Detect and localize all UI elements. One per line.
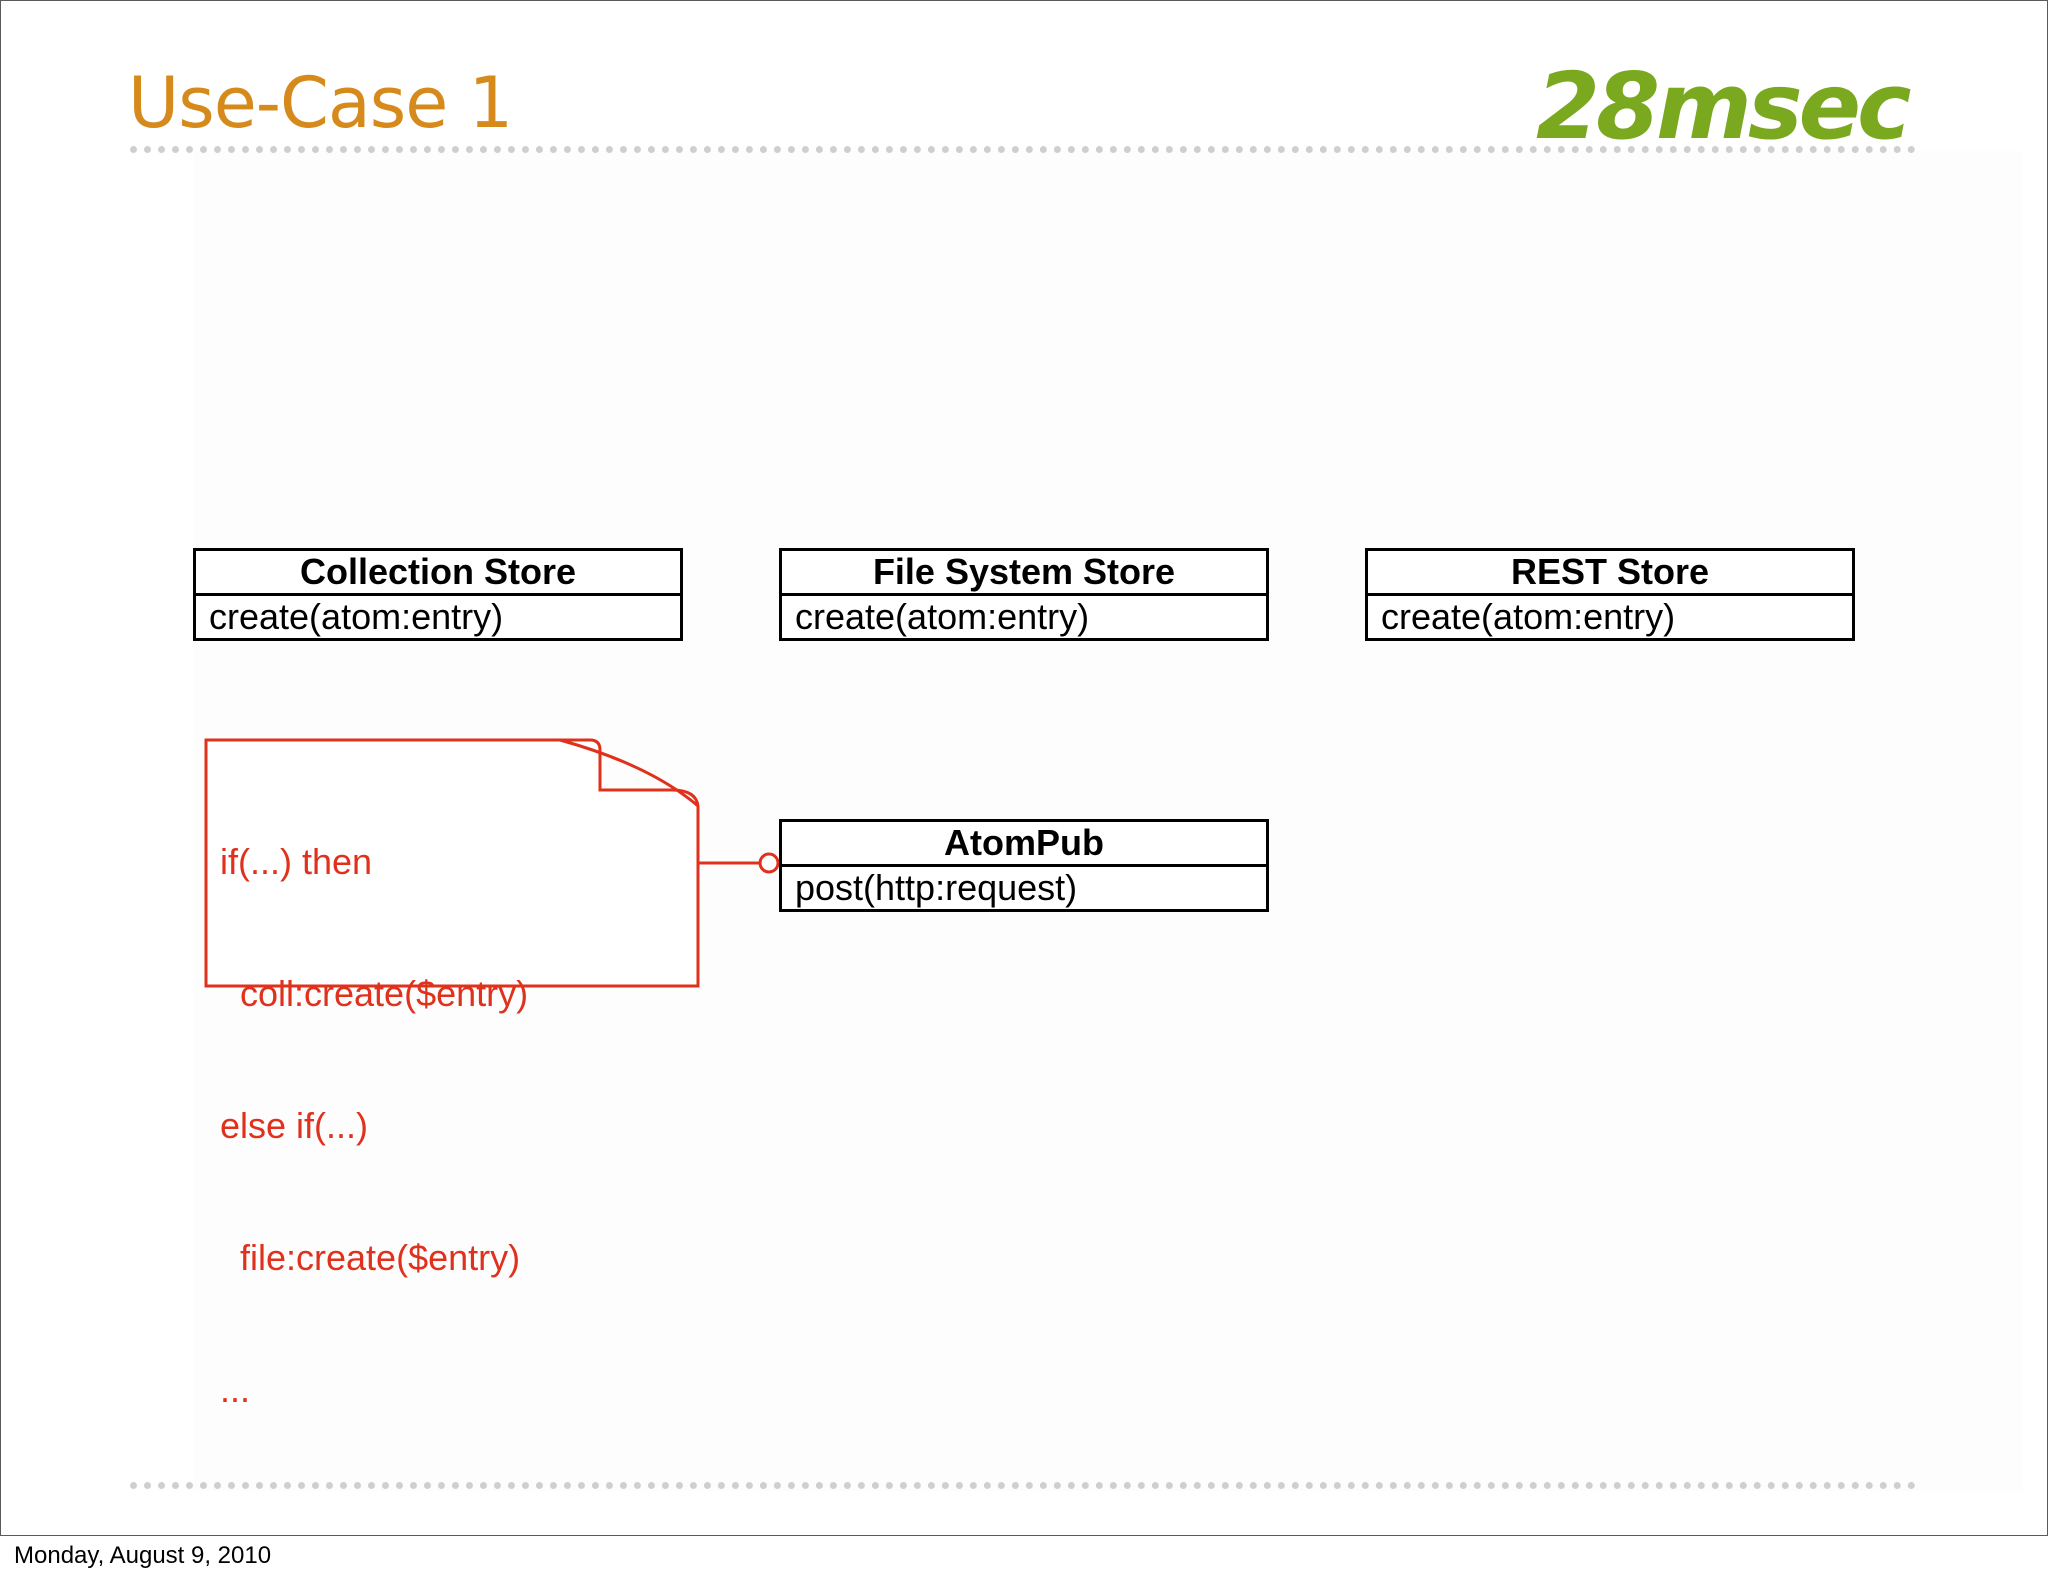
class-operation: post(http:request) — [795, 867, 1078, 908]
company-logo: 28msec — [1536, 53, 1912, 160]
note-line: file:create($entry) — [220, 1237, 521, 1278]
slide-title: Use-Case 1 — [128, 62, 513, 144]
class-atompub[interactable]: AtomPub post(http:request) — [779, 819, 1269, 912]
note-line: else if(...) — [220, 1105, 369, 1146]
note-line: ... — [220, 1369, 251, 1410]
note-folded-corner — [559, 738, 699, 808]
note-text[interactable]: if(...) then coll:create($entry) else if… — [220, 752, 528, 1456]
class-collection-store[interactable]: Collection Store create(atom:entry) — [193, 548, 683, 641]
class-file-system-store[interactable]: File System Store create(atom:entry) — [779, 548, 1269, 641]
class-name: File System Store — [782, 551, 1266, 596]
slide — [0, 0, 2048, 1536]
diagram-connectors — [204, 738, 780, 988]
class-rest-store[interactable]: REST Store create(atom:entry) — [1365, 548, 1855, 641]
class-name: AtomPub — [782, 822, 1266, 867]
class-name: REST Store — [1368, 551, 1852, 596]
class-name: Collection Store — [196, 551, 680, 596]
header-divider — [130, 146, 1916, 153]
class-operation: create(atom:entry) — [209, 596, 504, 637]
footer-divider — [130, 1482, 1916, 1489]
class-operation: create(atom:entry) — [1381, 596, 1676, 637]
note-connector-end — [758, 852, 780, 874]
note-line: coll:create($entry) — [220, 973, 529, 1014]
note-line: if(...) then — [220, 841, 373, 882]
class-operation: create(atom:entry) — [795, 596, 1090, 637]
footer-date: Monday, August 9, 2010 — [14, 1542, 272, 1569]
